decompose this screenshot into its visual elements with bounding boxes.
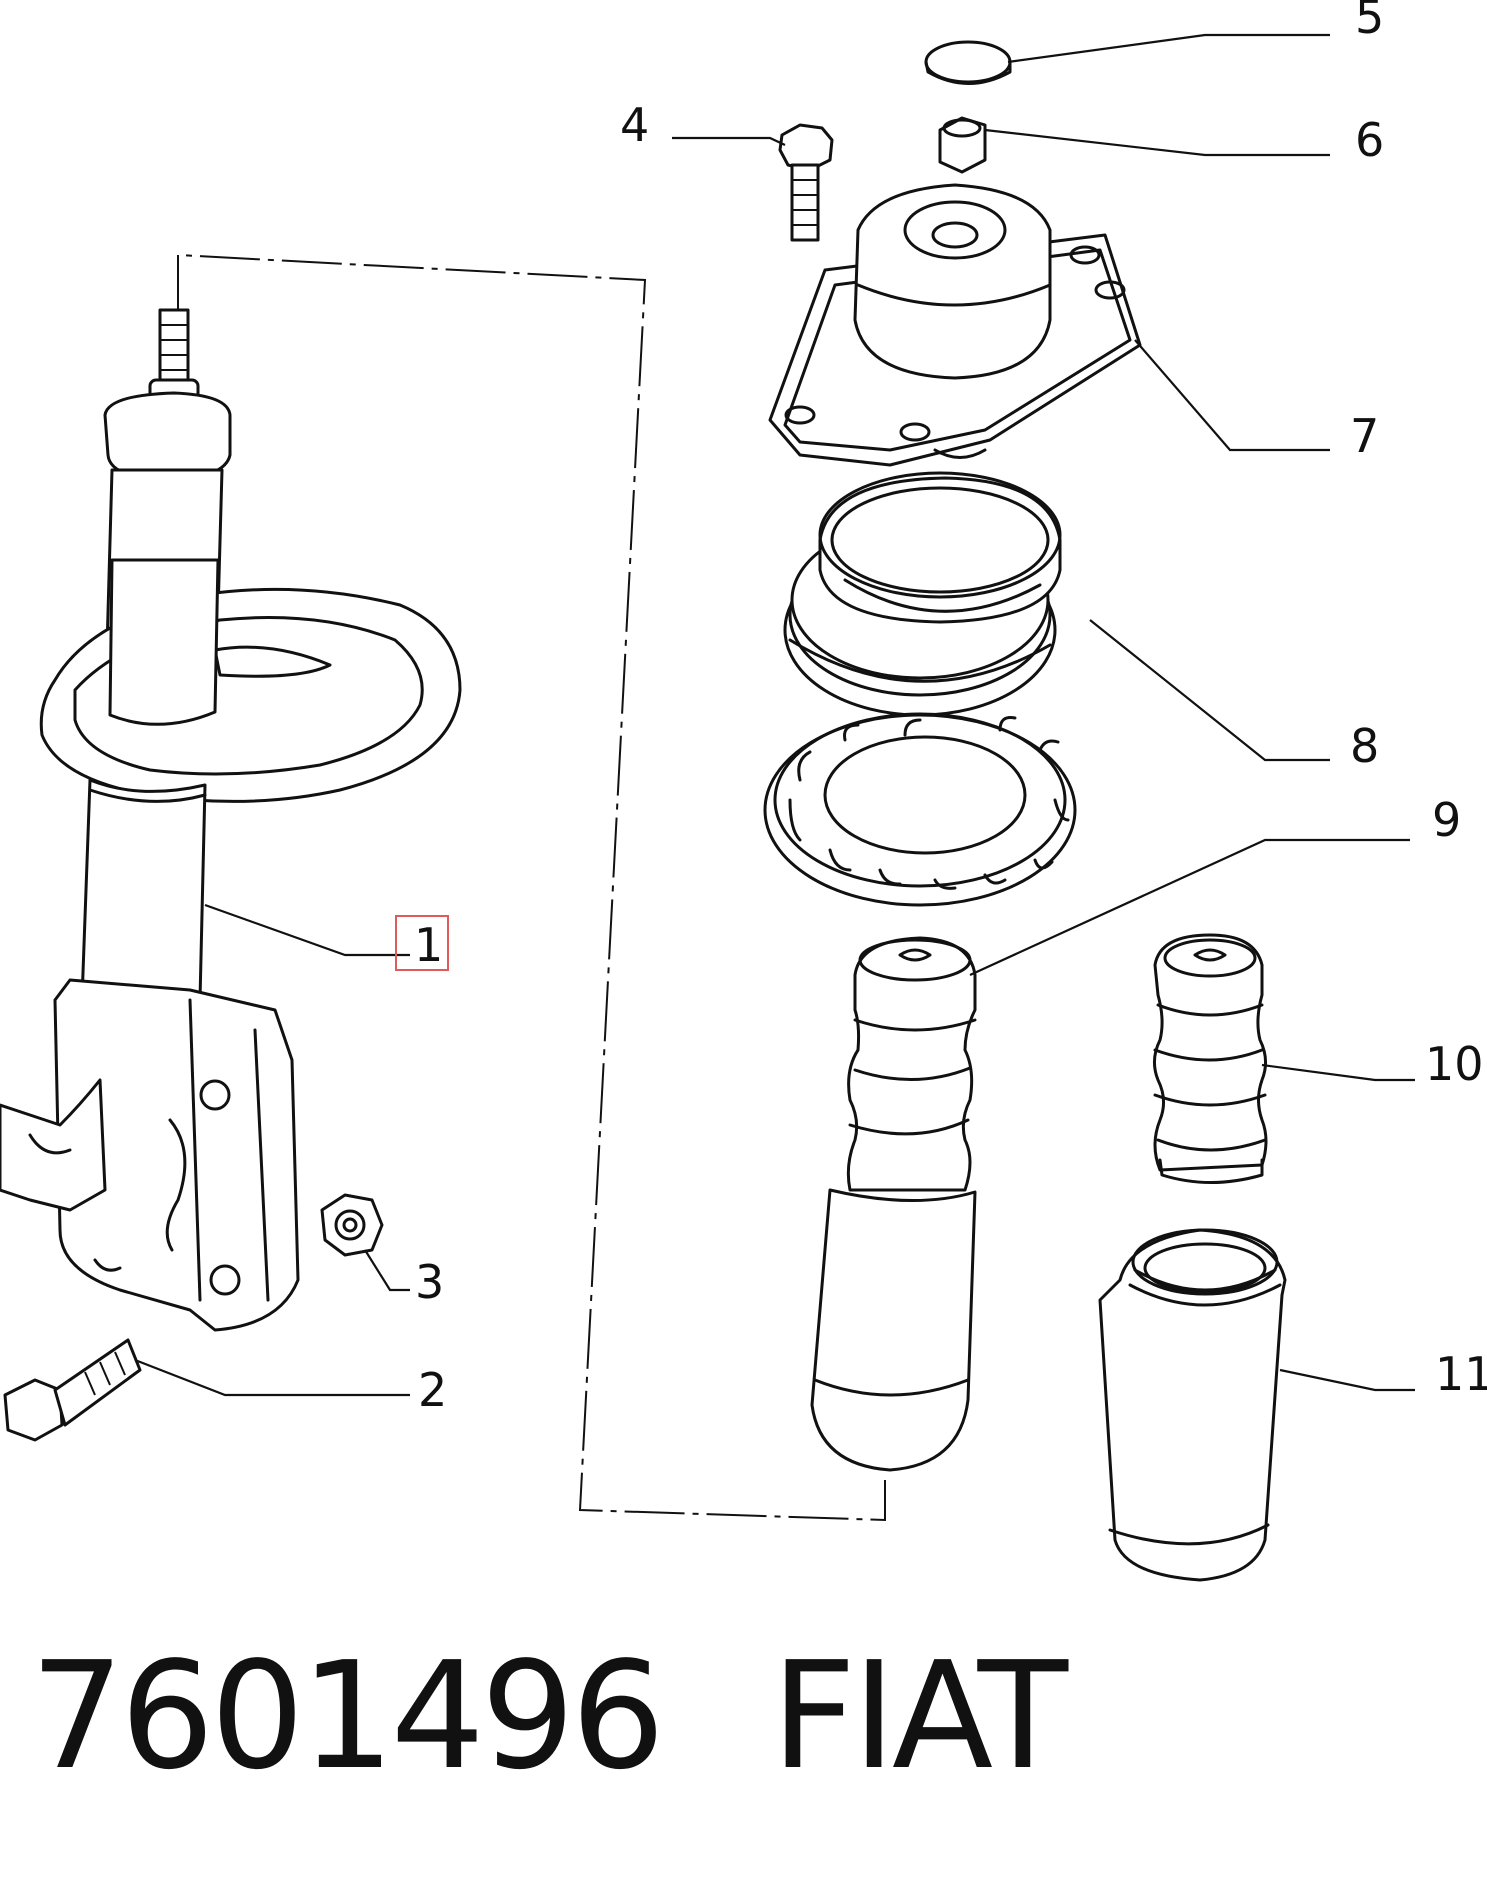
part-nut-small — [320, 1193, 384, 1257]
part-number: 7601496 — [30, 1630, 665, 1802]
leader-8 — [1089, 619, 1330, 762]
part-caption: 7601496 FIAT — [30, 1630, 1068, 1802]
callout-11[interactable]: 11 — [1435, 1347, 1487, 1401]
callout-10[interactable]: 10 — [1425, 1037, 1484, 1091]
part-top-mount — [768, 183, 1142, 467]
leader-7 — [1134, 339, 1330, 452]
leader-4 — [672, 136, 786, 146]
part-bolt — [3, 1338, 142, 1442]
callout-8[interactable]: 8 — [1350, 719, 1379, 773]
leader-6 — [984, 128, 1330, 157]
callout-7[interactable]: 7 — [1350, 409, 1379, 463]
leader-10 — [1261, 1063, 1415, 1082]
assembly-bracket-line — [177, 253, 886, 1522]
callout-9[interactable]: 9 — [1432, 793, 1461, 847]
callout-3[interactable]: 3 — [415, 1255, 444, 1309]
leader-11 — [1279, 1368, 1415, 1392]
brand-name: FIAT — [771, 1630, 1068, 1802]
part-bump-stop-alt — [1153, 933, 1268, 1184]
leader-9 — [969, 838, 1410, 977]
callout-2[interactable]: 2 — [418, 1363, 447, 1417]
leader-5 — [1007, 33, 1330, 64]
part-bearing — [783, 471, 1062, 717]
leader-2 — [134, 1358, 410, 1397]
callout-1[interactable]: 1 — [414, 918, 443, 972]
part-top-nut — [938, 116, 987, 174]
part-strut — [0, 308, 462, 1332]
part-spring-pad — [763, 712, 1077, 907]
callout-5[interactable]: 5 — [1355, 0, 1384, 44]
part-dust-boot — [1098, 1228, 1287, 1582]
leader-1 — [204, 903, 410, 957]
part-dust-cap — [924, 40, 1012, 85]
callout-highlight-box — [395, 915, 449, 971]
leader-3 — [364, 1249, 410, 1292]
callout-4[interactable]: 4 — [620, 98, 649, 152]
part-bump-stop — [810, 936, 977, 1472]
part-hex-bolt — [778, 123, 834, 242]
callout-6[interactable]: 6 — [1355, 113, 1384, 167]
